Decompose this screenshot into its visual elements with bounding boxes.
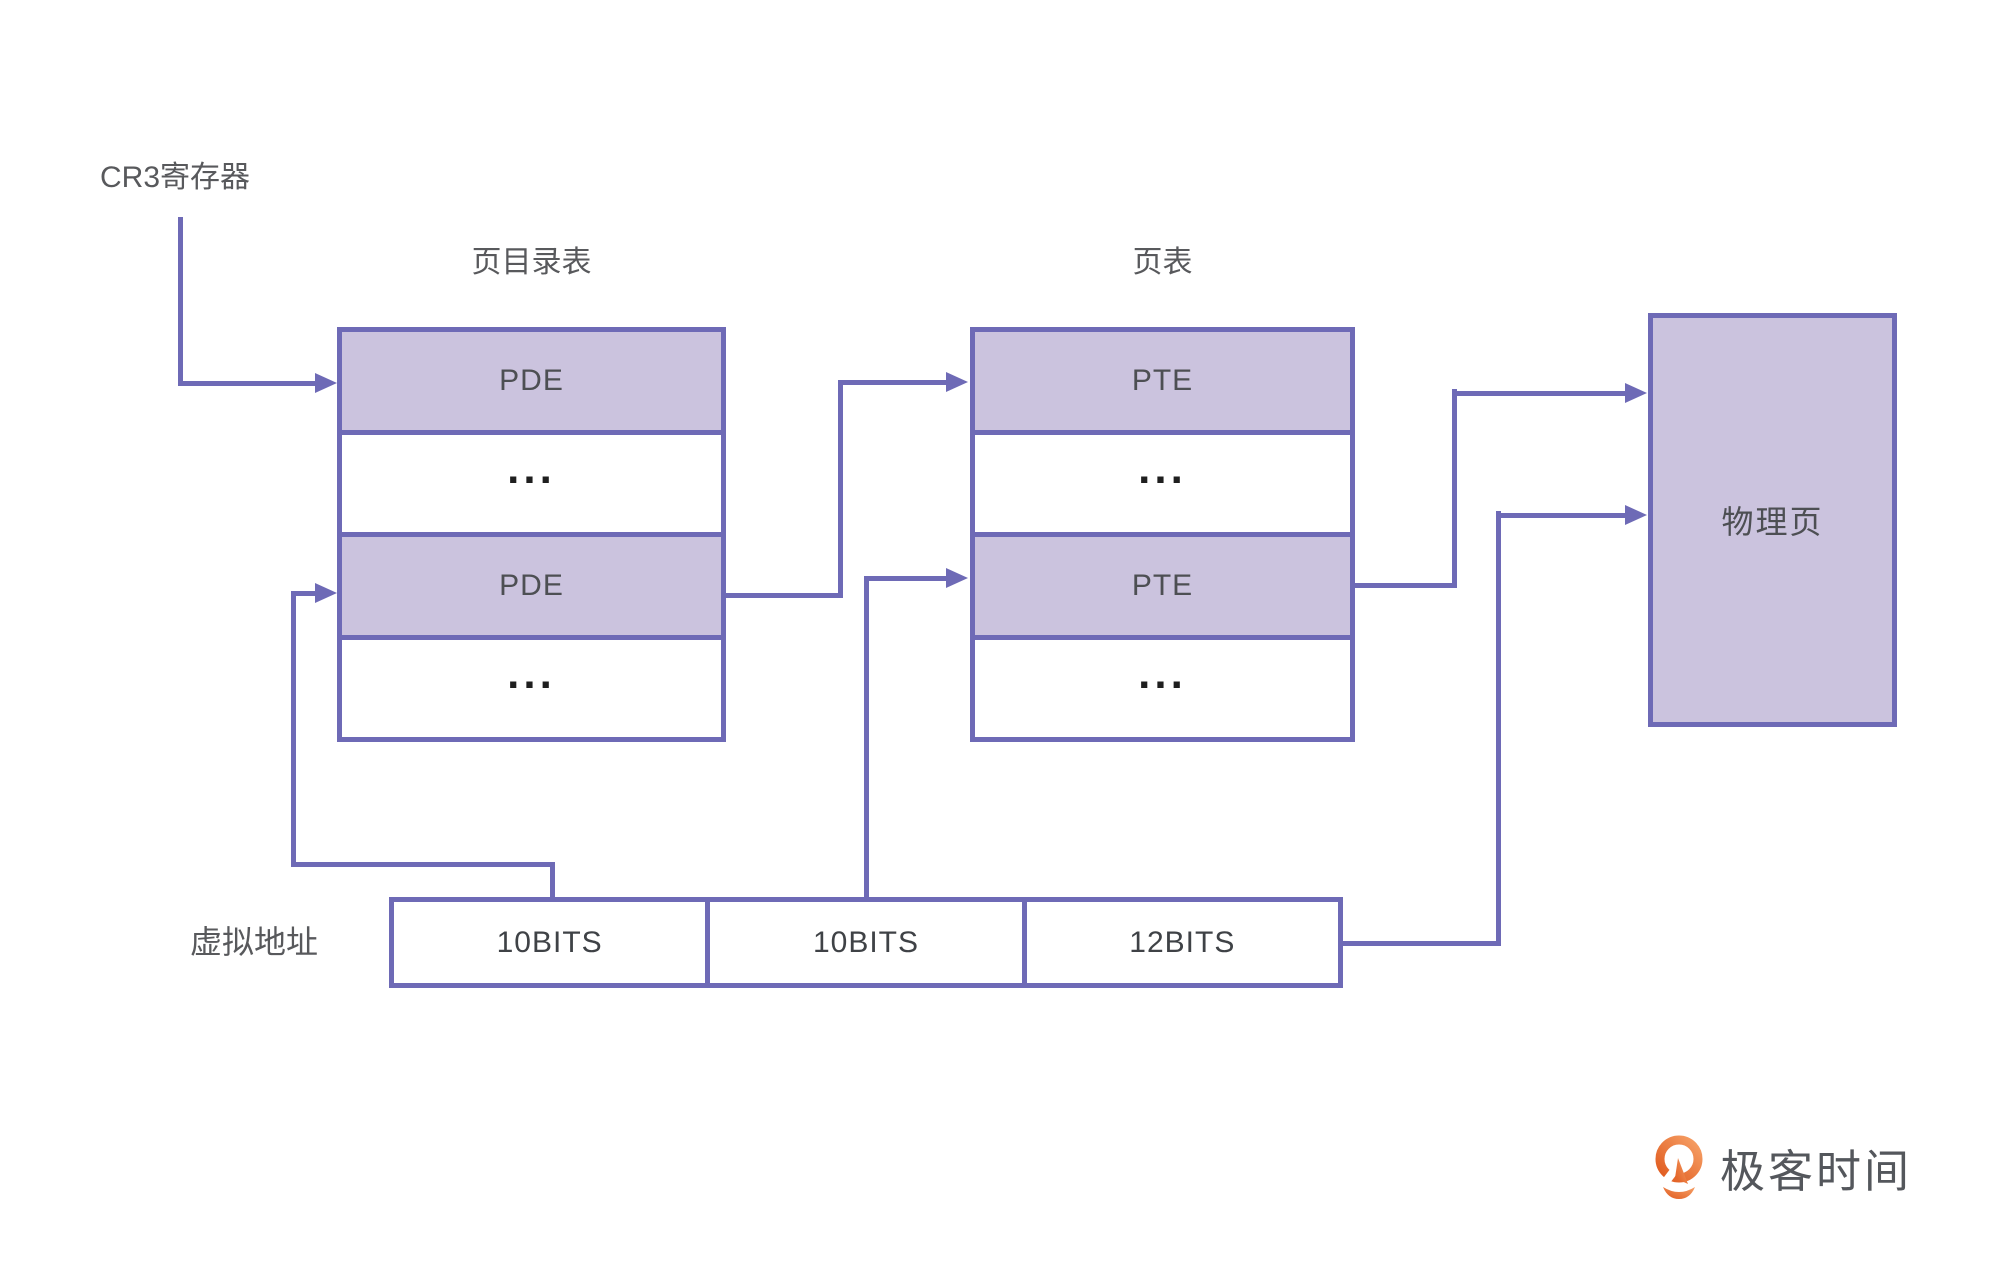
pte-to-page-line [1452,389,1457,588]
bit-field-label: 10BITS [812,925,920,959]
offset-to-page-line [1496,513,1625,518]
bit-field-table-index: 10BITS [705,902,1021,983]
page-table-title: 页表 [1132,246,1193,279]
cr3-arrowhead-icon [315,373,337,393]
pdt-ellipsis-row: ... [342,634,721,738]
offset-to-page-line [1343,941,1501,946]
page-table: PTE ... PTE ... [970,327,1355,742]
pte-entry-row: PTE [975,332,1350,430]
bits1-to-pde-line [291,591,315,596]
bit-field-label: 12BITS [1129,925,1236,959]
pde-to-pt-arrowhead-icon [946,372,968,392]
bit-field-offset: 12BITS [1021,902,1338,983]
bits1-to-pde-line [291,862,555,867]
pdt-ellipsis-row: ... [342,429,721,533]
bit-field-directory-index: 10BITS [394,902,705,983]
physical-page-box: 物理页 [1648,313,1897,727]
cr3-arrow-horizontal [178,381,317,386]
pde-to-pt-line [838,380,948,385]
pte-entry-row: PTE [975,532,1350,635]
pdt-ellipsis: ... [507,649,556,699]
pde-entry-label: PDE [499,568,564,602]
bits2-to-pte-line [864,576,869,897]
pde-entry-row: PDE [342,532,721,635]
pte-to-page-arrowhead-icon [1625,383,1647,403]
pte-entry-label: PTE [1131,568,1194,602]
pt-ellipsis-row: ... [975,634,1350,738]
page-directory-table-title: 页目录表 [471,246,592,279]
virtual-address-label: 虚拟地址 [190,924,319,960]
virtual-address-bit-boxes: 10BITS 10BITS 12BITS [389,897,1343,988]
bits2-to-pte-arrowhead-icon [946,568,968,588]
pde-to-pt-line [726,593,843,598]
bits1-to-pde-line [550,862,555,897]
pte-entry-label: PTE [1131,363,1194,397]
offset-to-page-arrowhead-icon [1625,505,1647,525]
pde-entry-label: PDE [499,363,564,397]
cr3-arrow-vertical [178,217,183,385]
pde-to-pt-line [838,380,843,598]
bit-field-label: 10BITS [496,925,603,959]
page-directory-table: PDE ... PDE ... [337,327,726,742]
pte-to-page-line [1452,391,1625,396]
bits1-to-pde-arrowhead-icon [315,583,337,603]
bits2-to-pte-line [864,576,948,581]
pt-ellipsis-row: ... [975,429,1350,533]
bits1-to-pde-line [291,591,296,867]
pt-ellipsis: ... [1138,444,1187,494]
geektime-logo-text: 极客时间 [1720,1145,1913,1197]
pdt-ellipsis: ... [507,444,556,494]
pde-entry-row: PDE [342,332,721,430]
geektime-logo: 极客时间 [1652,1134,1912,1200]
geektime-logo-icon [1655,1135,1703,1199]
physical-page-label: 物理页 [1721,504,1824,540]
pt-ellipsis: ... [1138,649,1187,699]
cr3-register-label: CR3寄存器 [100,161,251,194]
offset-to-page-line [1496,511,1501,946]
pte-to-page-line [1355,583,1457,588]
